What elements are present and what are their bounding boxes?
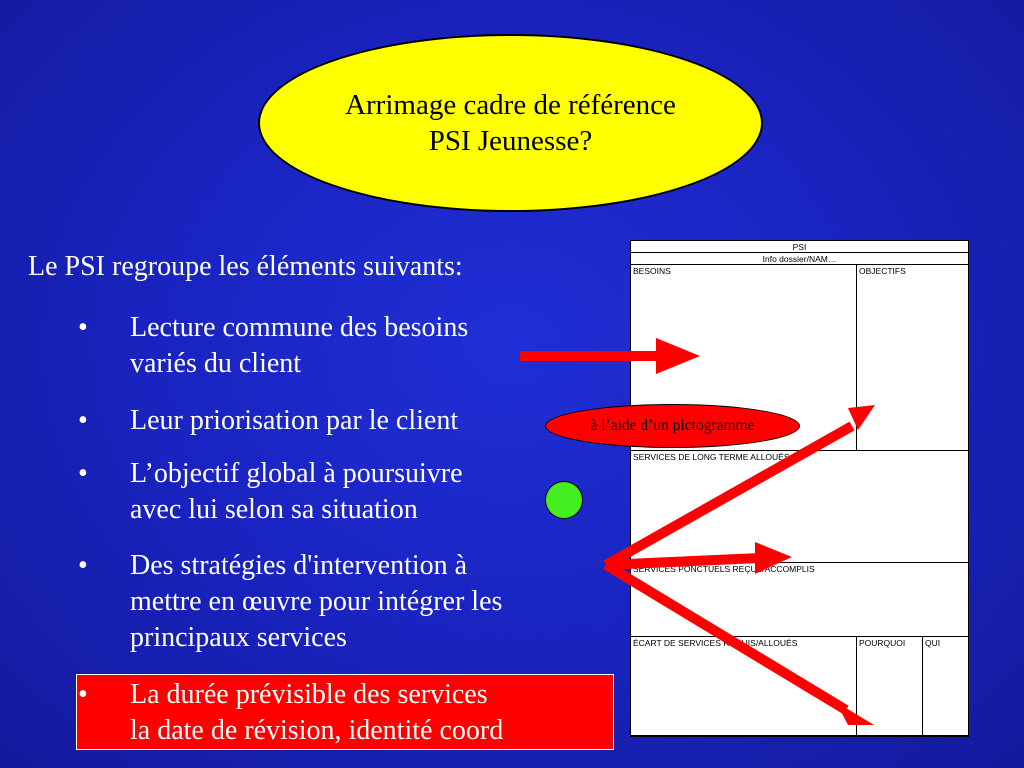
arrow-ecart — [603, 560, 849, 715]
bullet-dot: • — [78, 458, 88, 489]
arrow-ecart-head — [836, 702, 874, 725]
bullet-line: variés du client — [130, 348, 302, 379]
bullet-line: mettre en œuvre pour intégrer les — [130, 586, 503, 617]
bullet-line: L’objectif global à poursuivre — [130, 458, 463, 489]
bullet-line: avec lui selon sa situation — [130, 494, 418, 525]
bullet-dot: • — [78, 550, 88, 581]
green-dot-icon — [545, 481, 583, 519]
bullet-dot: • — [78, 679, 88, 710]
title-line-1: Arrimage cadre de référence — [345, 89, 676, 121]
arrow-objectifs — [603, 421, 855, 570]
highlight-box — [76, 674, 614, 750]
bullet-line: principaux services — [130, 622, 347, 653]
pictogram-note: à l’aide d’un pictogramme — [545, 404, 800, 448]
bullet-line: la date de révision, identité coord — [130, 715, 504, 746]
bullet-line: Lecture commune des besoins — [130, 312, 469, 343]
bullet-line: Des stratégies d'intervention à — [130, 550, 468, 581]
bullet-line: Leur priorisation par le client — [130, 405, 459, 436]
arrow-services — [605, 553, 761, 570]
arrow-objectifs-head — [848, 405, 875, 430]
psi-form: PSI Info dossier/NAM… BESOINS OBJECTIFS … — [630, 240, 969, 737]
form-qui: QUI — [922, 636, 969, 737]
title-line-2: PSI Jeunesse? — [428, 125, 593, 157]
bullet-dot: • — [78, 312, 88, 343]
arrow-besoins-head — [656, 338, 700, 374]
bullet-line: La durée prévisible des services — [130, 679, 488, 710]
bullet-dot: • — [78, 405, 88, 436]
arrow-services-head — [755, 542, 792, 574]
title-ellipse: Arrimage cadre de référence PSI Jeunesse… — [258, 34, 763, 212]
intro-text: Le PSI regroupe les éléments suivants: — [28, 251, 463, 282]
